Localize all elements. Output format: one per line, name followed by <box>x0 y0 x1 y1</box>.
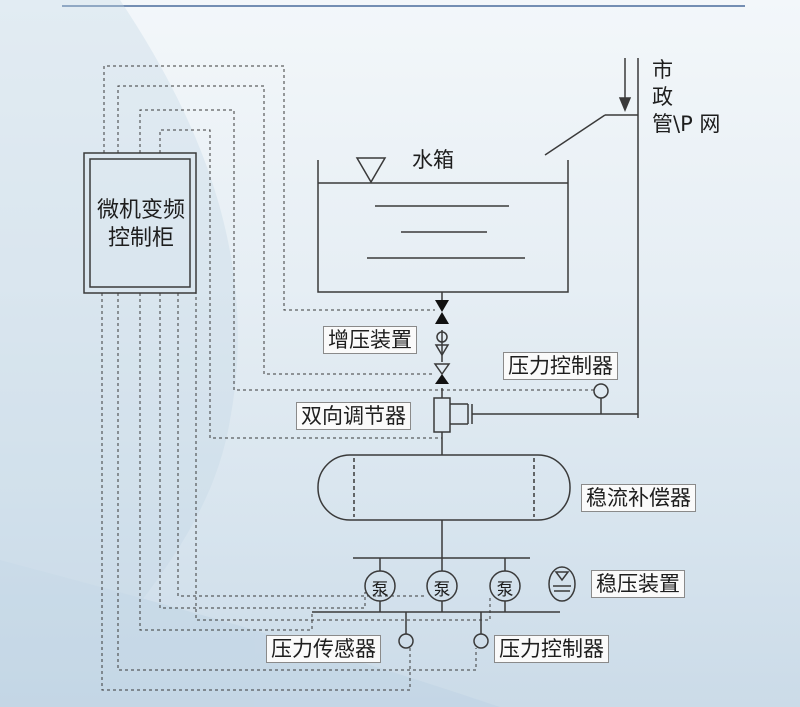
pressure-gauge-bottom <box>473 612 489 649</box>
check-valve <box>434 331 450 357</box>
municipal-label-3: 管\P 网 <box>652 112 721 136</box>
bidirectional-regulator-symbol <box>433 397 638 433</box>
valve-upper <box>435 300 449 324</box>
pressure-gauge-top <box>593 383 609 414</box>
control-wiring <box>101 65 594 691</box>
pump-2-label: 泵 <box>433 580 451 600</box>
pump-1-label: 泵 <box>371 580 389 600</box>
pressure-sensor-symbol <box>398 612 414 649</box>
municipal-label-1: 市 <box>652 58 673 82</box>
control-cabinet-label-line1: 微机变频 <box>96 198 185 223</box>
flow-compensator-tank <box>317 454 571 521</box>
municipal-label-2: 政 <box>652 85 673 109</box>
water-tank <box>317 157 569 293</box>
flow-compensator-label: 稳流补偿器 <box>581 484 696 512</box>
municipal-inlet <box>544 58 639 418</box>
valve-lower <box>433 363 451 384</box>
bidirectional-regulator-label: 双向调节器 <box>296 402 411 430</box>
booster-device-label: 增压装置 <box>323 326 417 354</box>
control-cabinet-label-line2: 控制柜 <box>107 226 174 251</box>
pump-3-label: 泵 <box>496 580 514 600</box>
water-tank-label: 水箱 <box>412 148 454 172</box>
pressure-stabilizer-symbol <box>548 566 576 602</box>
pressure-sensor-label: 压力传感器 <box>266 635 381 663</box>
pump-manifold <box>312 557 560 613</box>
pressure-stabilizer-label: 稳压装置 <box>591 570 685 598</box>
water-splash-decoration <box>0 0 500 707</box>
pressure-controller-top-label: 压力控制器 <box>503 352 618 380</box>
pressure-controller-bottom-label: 压力控制器 <box>494 635 609 663</box>
